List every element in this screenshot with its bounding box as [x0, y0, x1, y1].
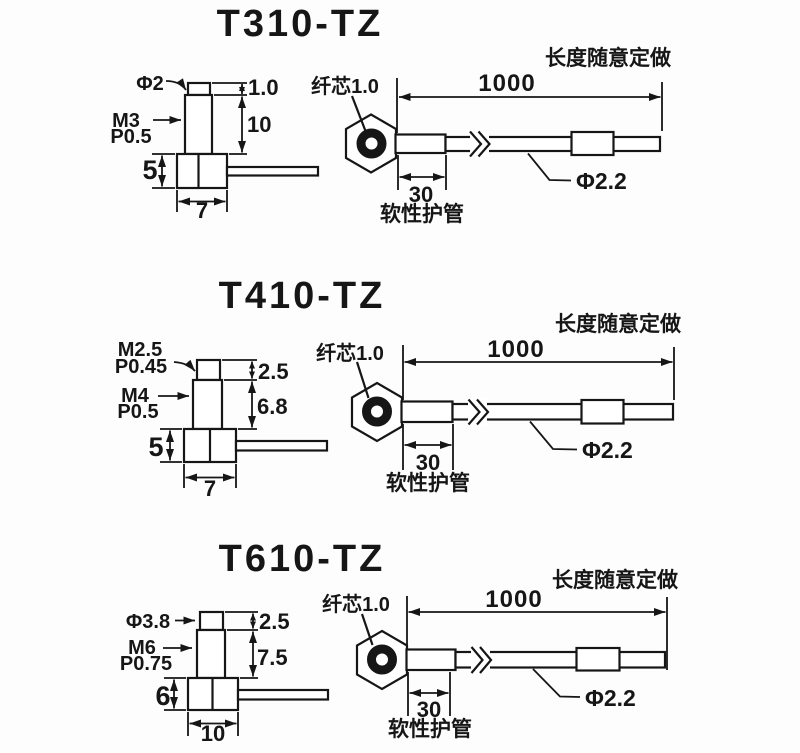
- dim-extension-lines: [402, 345, 675, 470]
- base-height-value: 5: [142, 155, 157, 185]
- sensor-tip: [195, 358, 222, 382]
- dim-extension-lines: [396, 78, 663, 190]
- hex-nut: [344, 113, 398, 174]
- thread-length-value: 7.5: [257, 645, 288, 670]
- section-t610: T610-TZ Φ3.8 M6 P0.75 2.5 7.5 6 10: [120, 538, 678, 746]
- hex-nut: [355, 629, 409, 691]
- cable-stub: [236, 688, 330, 701]
- sensor-base: [175, 152, 229, 190]
- protective-tube: [394, 133, 447, 155]
- total-length-value: 1000: [485, 586, 542, 613]
- section-t310: T310-TZ Φ2 M3 P0.5 1.0 10 5 7: [110, 3, 671, 226]
- tip-diameter-label: M2.5: [118, 339, 162, 361]
- sensor-tip: [186, 81, 212, 97]
- dim-extension-lines: [406, 596, 668, 716]
- fiber-core-label: 纤芯1.0: [322, 592, 390, 616]
- base-width-value: 7: [196, 198, 208, 223]
- threaded-body: [195, 628, 227, 680]
- fiber-cable-view: 纤芯1.0 长度随意定做 1000 30 软性护管 Φ2.2: [322, 568, 678, 741]
- protective-tube: [400, 400, 454, 424]
- threaded-body: [191, 378, 224, 431]
- cable-diameter-value: Φ2.2: [585, 685, 636, 711]
- tip-height-value: 2.5: [258, 359, 289, 384]
- cable-diameter-leader: [532, 668, 581, 698]
- total-length-value: 1000: [487, 336, 544, 363]
- model-title: T610-TZ: [219, 538, 386, 580]
- sheath-length-value: 30: [417, 697, 441, 722]
- length-note: 长度随意定做: [555, 312, 681, 336]
- total-length-value: 1000: [478, 70, 535, 97]
- cable-diameter-value: Φ2.2: [582, 437, 633, 463]
- fiber-end-face: [362, 396, 392, 427]
- pitch-label: P0.5: [117, 401, 158, 423]
- cable-sleeve: [575, 646, 621, 672]
- fiber-core-label: 纤芯1.0: [316, 341, 384, 365]
- sheath-length-value: 30: [416, 450, 440, 475]
- pitch-label: P0.75: [120, 653, 172, 675]
- head-side-view: Φ2 M3 P0.5 1.0 10 5 7: [110, 73, 320, 223]
- thread-label: M6: [128, 637, 156, 659]
- length-note: 长度随意定做: [552, 568, 678, 592]
- tip-pitch-label: P0.45: [115, 356, 167, 378]
- fiber-cable-view: 纤芯1.0 长度随意定做 1000 30 软性护管 Φ2.2: [316, 312, 681, 495]
- fiber-cable-view: 纤芯1.0 长度随意定做 1000 30 软性护管 Φ2.2: [311, 46, 671, 226]
- dim-extension-lines: [160, 359, 257, 488]
- sheath-label: 软性护管: [386, 471, 470, 495]
- thread-length-value: 6.8: [257, 394, 288, 419]
- base-height-value: 6: [155, 681, 170, 711]
- model-title: T310-TZ: [217, 3, 384, 45]
- tip-diameter-label: Φ3.8: [126, 611, 170, 633]
- tip-height-value: 1.0: [248, 75, 279, 100]
- base-height-value: 5: [148, 432, 163, 462]
- threaded-body: [183, 93, 214, 156]
- cable-diameter-value: Φ2.2: [576, 168, 627, 194]
- fiber-end-face: [367, 644, 397, 675]
- head-side-view: Φ3.8 M6 P0.75 2.5 7.5 6 10: [120, 609, 330, 746]
- hex-nut: [350, 381, 404, 443]
- tip-diameter-label: Φ2: [136, 73, 164, 95]
- thread-label: M3: [112, 110, 140, 132]
- tip-label-arrow: [165, 78, 187, 91]
- section-t410: T410-TZ M2.5 P0.45 M4 P0.5 2.5 6.8 5 7: [115, 275, 681, 501]
- fiber-core-leader: [350, 95, 367, 132]
- thread-length-value: 10: [247, 112, 271, 137]
- sensor-tip: [198, 610, 225, 632]
- dim-extension-lines: [152, 82, 247, 212]
- fiber-core-leader: [360, 613, 374, 646]
- thread-label: M4: [121, 385, 150, 407]
- cable-stub: [225, 165, 320, 177]
- fiber-core-label: 纤芯1.0: [311, 74, 379, 98]
- cable-diameter-leader: [527, 152, 572, 182]
- model-title: T410-TZ: [219, 275, 386, 317]
- cable-sleeve: [580, 398, 625, 425]
- protective-tube: [405, 648, 457, 672]
- cable-break-mark: [467, 398, 490, 426]
- fiber-core-leader: [355, 361, 370, 399]
- sheath-label: 软性护管: [388, 717, 472, 741]
- cable-break-mark: [469, 130, 491, 158]
- fiber-end-face: [356, 128, 387, 159]
- base-width-value: 7: [204, 476, 216, 501]
- cable-break-mark: [470, 646, 493, 674]
- dim-extension-lines: [164, 611, 258, 736]
- head-side-view: M2.5 P0.45 M4 P0.5 2.5 6.8 5 7: [115, 339, 329, 501]
- sheath-length-value: 30: [409, 182, 433, 207]
- tip-label-arrow: [173, 359, 196, 372]
- cable-sleeve: [570, 130, 615, 157]
- length-note: 长度随意定做: [545, 46, 671, 70]
- tip-height-value: 2.5: [259, 609, 290, 634]
- cable-stub: [234, 439, 329, 452]
- sheath-label: 软性护管: [380, 202, 464, 226]
- cable-diameter-leader: [529, 420, 578, 451]
- pitch-label: P0.5: [110, 126, 151, 148]
- base-width-value: 10: [201, 721, 225, 746]
